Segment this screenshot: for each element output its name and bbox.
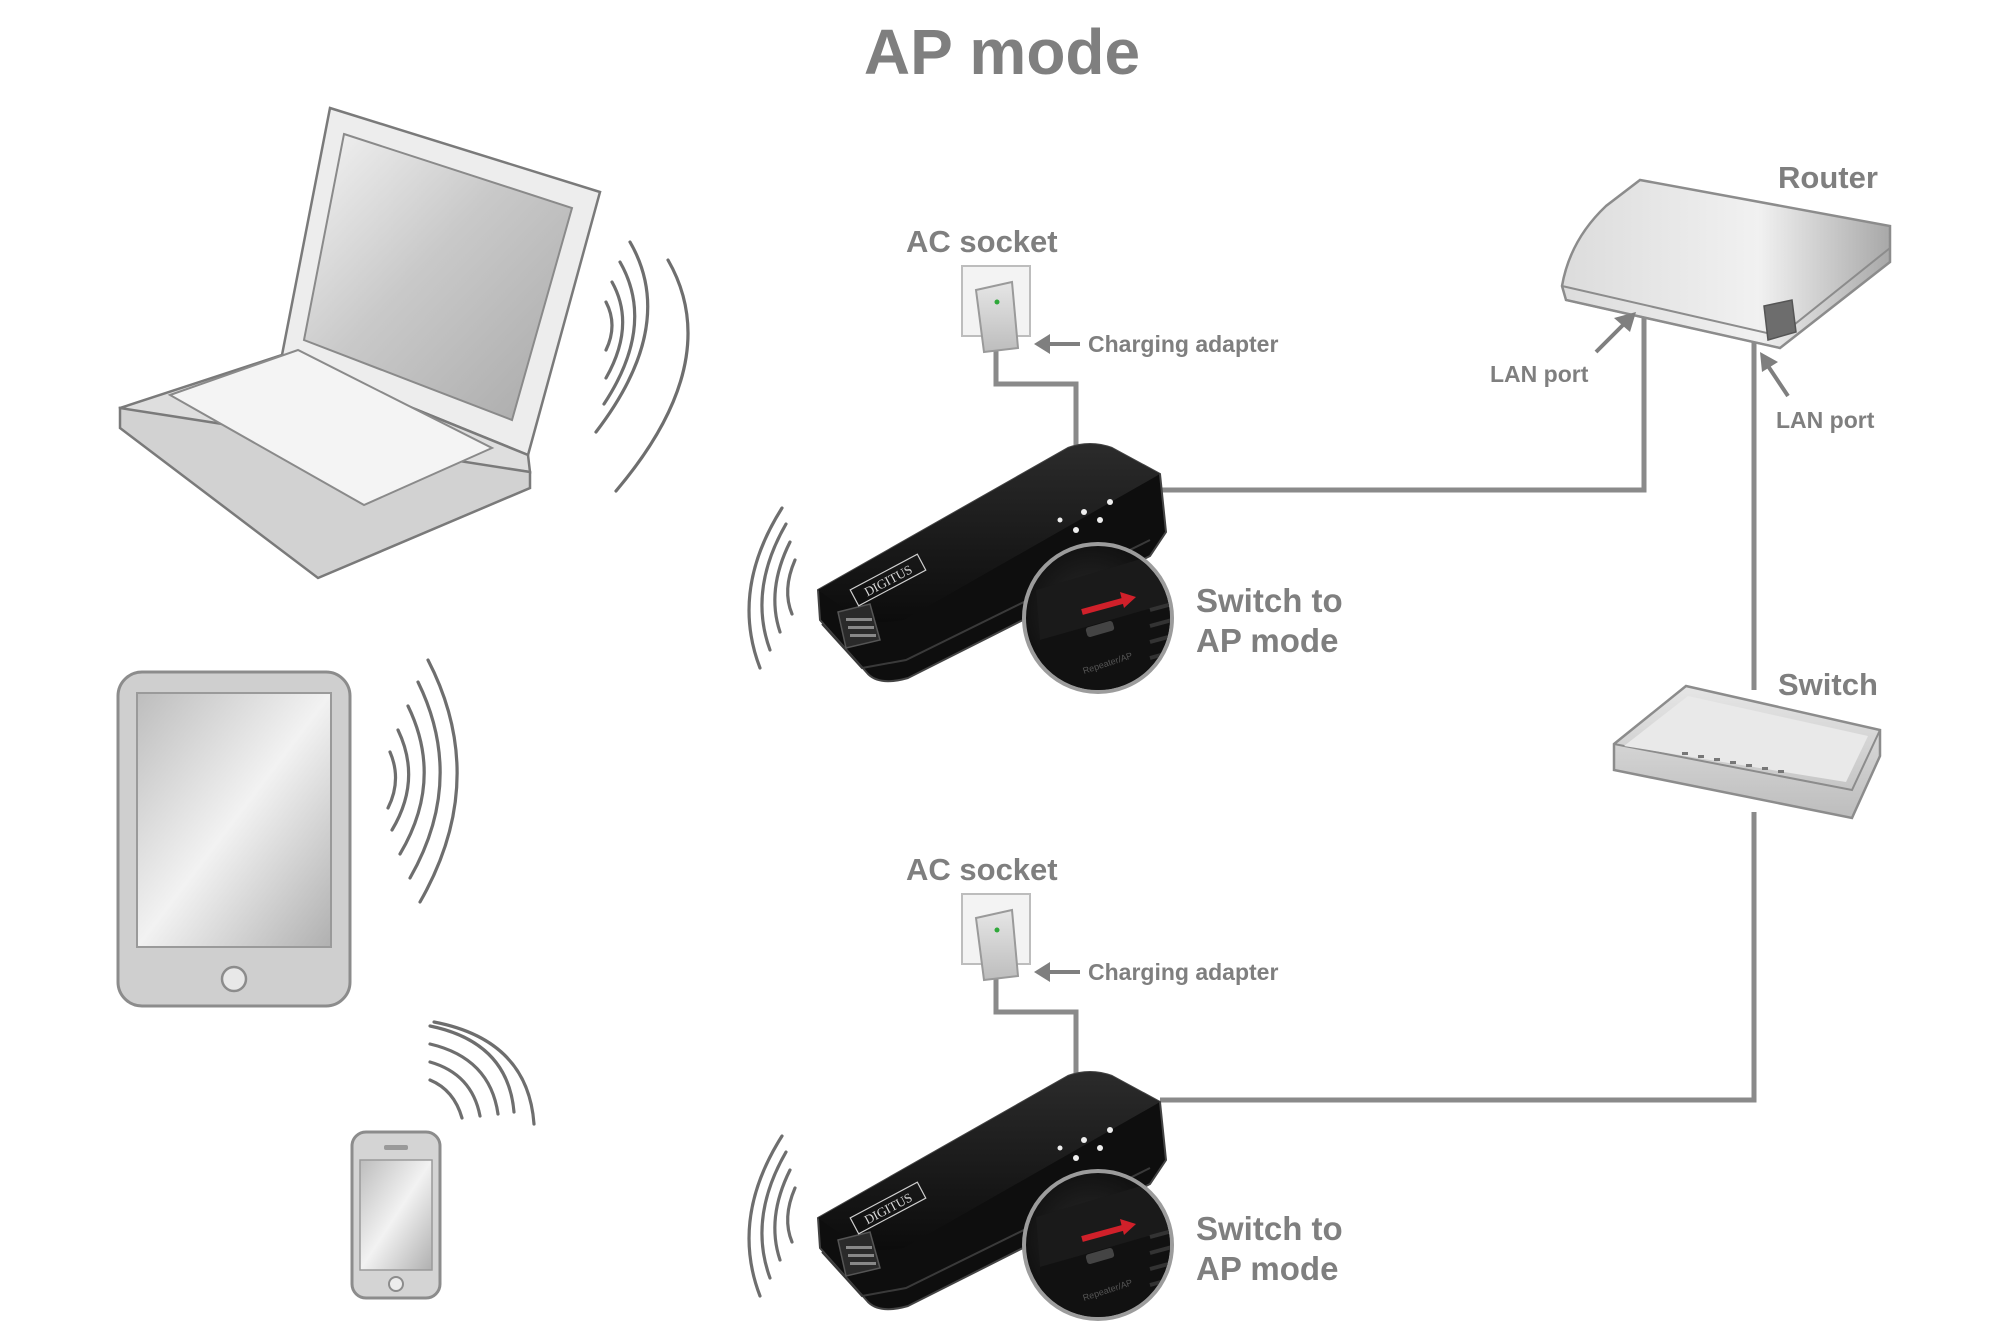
network-switch-unit: Switch (1612, 667, 1882, 820)
router-icon (1560, 178, 1892, 350)
charging-adapter-arrow (1034, 334, 1080, 354)
smartphone-icon (350, 1130, 442, 1300)
ac-socket-icon (961, 265, 1031, 354)
access-point-device: DIGITUS (816, 1071, 1168, 1311)
network-switch-label: Switch (1778, 667, 1878, 702)
ac-socket-icon (961, 893, 1031, 982)
network-switch-icon (1612, 684, 1882, 820)
charging-adapter-arrow (1034, 962, 1080, 982)
router-label: Router (1778, 160, 1878, 195)
switch-instruction-line2: AP mode (1196, 622, 1338, 659)
wifi-signal-icon (594, 240, 690, 493)
lan-port-label-left: LAN port (1490, 361, 1589, 387)
wifi-signal-icon (747, 1134, 797, 1298)
top-ap-unit: AC socket Charging adapter (747, 224, 1343, 694)
wifi-signal-icon (386, 658, 459, 904)
lan-port-arrow-left (1594, 312, 1636, 354)
charging-adapter-label: Charging adapter (1088, 959, 1278, 985)
laptop-icon (118, 106, 602, 580)
mode-switch-zoom: Repeater/AP (1022, 542, 1174, 694)
lan-port-label-right: LAN port (1776, 407, 1875, 433)
tablet-icon (116, 670, 352, 1008)
network-cables (993, 318, 1757, 1103)
switch-instruction-line1: Switch to (1196, 582, 1343, 619)
ac-socket-label: AC socket (906, 224, 1058, 259)
router-unit: Router LAN port LAN port (1490, 160, 1892, 433)
wifi-signal-icon (428, 1020, 536, 1126)
bottom-ap-unit: AC socket Charging adapter (747, 852, 1343, 1321)
ac-socket-label: AC socket (906, 852, 1058, 887)
access-point-device: DIGITUS (816, 443, 1168, 683)
charging-adapter-label: Charging adapter (1088, 331, 1278, 357)
diagram-title: AP mode (864, 16, 1140, 88)
switch-instruction-line1: Switch to (1196, 1210, 1343, 1247)
mode-switch-zoom: Repeater/AP (1022, 1169, 1174, 1321)
switch-instruction-line2: AP mode (1196, 1250, 1338, 1287)
lan-port-arrow-right (1760, 352, 1790, 398)
wifi-signal-icon (747, 506, 797, 670)
